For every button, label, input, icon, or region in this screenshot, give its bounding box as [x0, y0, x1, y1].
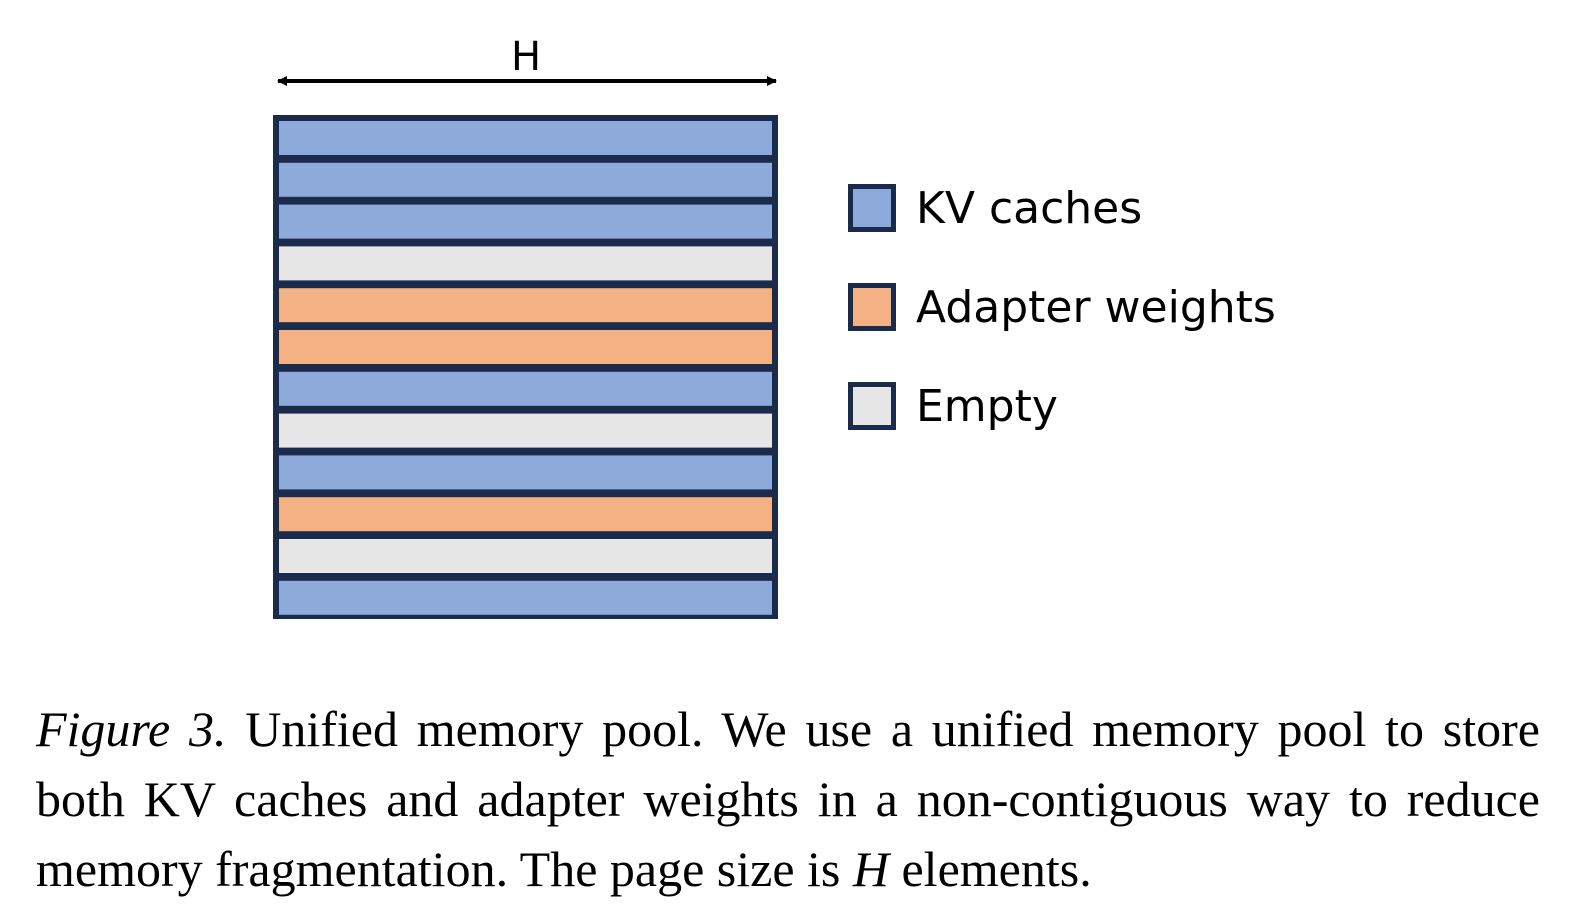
- empty-page: [279, 246, 772, 281]
- width-label: H: [511, 34, 541, 80]
- kv-cache-page: [279, 580, 772, 615]
- memory-pool-diagram: H: [273, 34, 778, 619]
- caption-variable: H: [852, 841, 889, 897]
- kv-cache-page: [279, 204, 772, 239]
- kv-cache-page: [279, 162, 772, 197]
- kv-cache-page: [279, 121, 772, 155]
- caption-label: Figure 3.: [36, 701, 227, 757]
- memory-pages: [279, 121, 772, 615]
- adapter-weights-page: [279, 330, 772, 364]
- empty-page: [279, 413, 772, 448]
- kv-caches-swatch: [848, 184, 896, 232]
- legend-label: KV caches: [916, 182, 1143, 234]
- caption-text: Unified memory pool. We use a unified me…: [36, 701, 1540, 897]
- memory-pool-figure: H KV caches Adapter weights Empty: [273, 34, 1276, 619]
- empty-swatch: [848, 382, 896, 430]
- figure-caption: Figure 3. Unified memory pool. We use a …: [36, 694, 1540, 904]
- adapter-weights-page: [279, 497, 772, 532]
- legend-item-empty: Empty: [848, 380, 1276, 432]
- legend: KV caches Adapter weights Empty: [848, 182, 1276, 479]
- legend-item-kv-caches: KV caches: [848, 182, 1276, 234]
- caption-text-end: elements.: [901, 841, 1092, 897]
- adapter-weights-page: [279, 288, 772, 323]
- legend-item-adapter-weights: Adapter weights: [848, 281, 1276, 333]
- legend-label: Empty: [916, 380, 1058, 432]
- empty-page: [279, 539, 772, 573]
- adapter-weights-swatch: [848, 283, 896, 331]
- kv-cache-page: [279, 371, 772, 406]
- pool-frame: [273, 115, 778, 619]
- kv-cache-page: [279, 455, 772, 490]
- legend-label: Adapter weights: [916, 281, 1276, 333]
